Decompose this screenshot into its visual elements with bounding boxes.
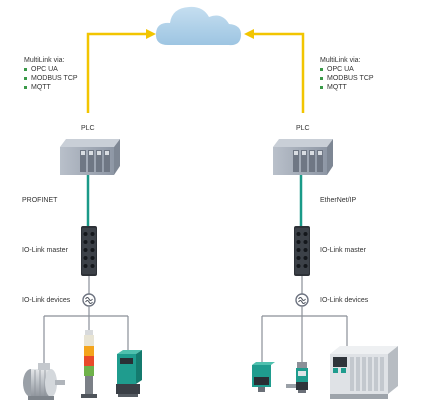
right-protocol-item: MQTT (320, 83, 374, 92)
left-protocol-list: OPC UA MODBUS TCP MQTT (24, 65, 78, 92)
left-network-label: PROFINET (22, 197, 58, 204)
sensor-icon (116, 350, 142, 397)
right-devices-label: IO-Link devices (320, 297, 369, 304)
right-io-link-connector-icon (295, 293, 309, 307)
right-protocol-item: MODBUS TCP (320, 74, 374, 83)
left-devices-label: IO-Link devices (22, 297, 71, 304)
right-cloud-arrow (244, 29, 305, 113)
bullet-icon (320, 68, 323, 71)
signal-tower-icon (81, 330, 97, 398)
right-multilink-info: MultiLink via: OPC UA MODBUS TCP MQTT (320, 56, 374, 92)
bullet-icon (320, 77, 323, 80)
left-plc-icon (60, 139, 120, 175)
cloud-icon (155, 6, 242, 46)
right-multilink-title: MultiLink via: (320, 57, 361, 64)
left-device-branch-lines (43, 306, 129, 364)
left-cloud-arrow (86, 29, 156, 113)
right-io-link-master-icon (294, 226, 310, 276)
cylindrical-sensor-icon (286, 362, 308, 393)
right-network-label: EtherNet/IP (320, 197, 357, 204)
left-multilink-info: MultiLink via: OPC UA MODBUS TCP MQTT (24, 56, 78, 92)
bullet-icon (320, 86, 323, 89)
left-master-label: IO-Link master (22, 247, 68, 254)
right-protocol-item: OPC UA (320, 65, 374, 74)
left-plc-label: PLC (81, 125, 95, 132)
valve-terminal-icon (330, 346, 398, 399)
photoelectric-sensor-icon (252, 362, 275, 392)
bullet-icon (24, 68, 27, 71)
bullet-icon (24, 86, 27, 89)
right-protocol-list: OPC UA MODBUS TCP MQTT (320, 65, 374, 92)
left-protocol-item: MQTT (24, 83, 78, 92)
left-multilink-title: MultiLink via: (24, 57, 65, 64)
left-protocol-item: MODBUS TCP (24, 74, 78, 83)
bullet-icon (24, 77, 27, 80)
right-master-label: IO-Link master (320, 247, 366, 254)
left-io-link-master-icon (81, 226, 97, 276)
left-protocol-item: OPC UA (24, 65, 78, 74)
motor-icon (23, 363, 65, 400)
right-plc-icon (273, 139, 333, 175)
left-io-link-connector-icon (82, 293, 96, 307)
right-plc-label: PLC (296, 125, 310, 132)
